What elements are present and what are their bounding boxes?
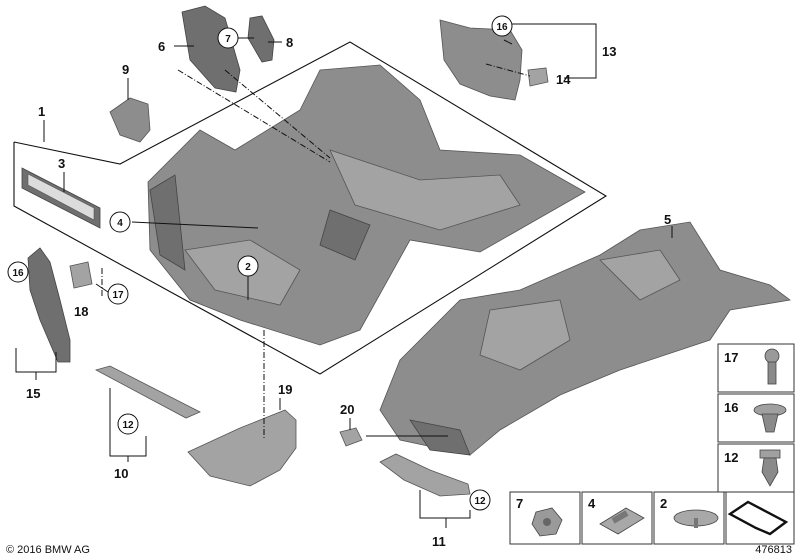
callout-18: 18 [74,304,88,319]
clip-holder [527,67,549,87]
assembly-frame [13,41,608,375]
callout-8: 8 [286,35,293,50]
svg-text:12: 12 [122,420,134,431]
round-pad-icon [673,509,719,528]
fastener-plate-icon [599,507,645,535]
sill-strip [94,365,201,419]
side-trim-left [27,247,71,363]
clip-icon [753,403,787,433]
callout-12-circled-b: 12 [469,489,491,511]
heel-pad [247,15,275,63]
callout-4-circled: 4 [109,211,131,233]
floor-mat-panel [187,409,297,487]
storage-net [21,167,101,229]
callout-15: 15 [26,386,40,401]
callout-16-circled-a: 16 [491,15,513,37]
image-id: 476813 [755,544,792,556]
callout-13: 13 [602,44,616,59]
callout-19: 19 [278,382,292,397]
tunnel-side-trim [439,19,523,101]
nut-icon [531,507,563,537]
svg-text:12: 12 [724,450,738,465]
callout-7-circled: 7 [217,27,239,49]
callout-3: 3 [58,156,65,171]
front-floor-carpet [147,64,586,346]
copyright-text: © 2016 BMW AG [6,544,90,556]
svg-text:17: 17 [724,350,738,365]
connector-lines [101,63,531,440]
callout-11: 11 [432,534,446,549]
callout-20: 20 [340,402,354,417]
legend-item-arrow [725,491,795,545]
svg-text:17: 17 [112,290,124,301]
callout-10: 10 [114,466,128,481]
svg-text:16: 16 [12,268,24,279]
rear-floor-carpet [379,221,791,456]
side-trim-piece [109,97,151,143]
callout-5: 5 [664,212,671,227]
callout-14: 14 [556,72,571,87]
svg-text:2: 2 [245,262,251,273]
legend-item-7: 7 [509,491,581,545]
legend-item-2: 2 [653,491,725,545]
svg-text:7: 7 [225,34,231,45]
bracket [69,261,93,289]
callout-16-circled-b: 16 [7,261,29,283]
svg-text:4: 4 [117,218,123,229]
svg-text:7: 7 [516,496,523,511]
callout-1: 1 [38,104,45,119]
callout-12-circled-a: 12 [117,413,139,435]
pedal-trim-panel [181,5,241,93]
callout-6: 6 [158,39,165,54]
arrow-shape-icon [727,500,789,536]
legend-item-12: 12 [717,443,795,493]
svg-text:4: 4 [588,496,596,511]
expanding-clip-icon [759,449,781,487]
callout-9: 9 [122,62,129,77]
small-pad [339,427,363,447]
callout-17-circled: 17 [107,283,129,305]
svg-text:2: 2 [660,496,667,511]
svg-text:16: 16 [496,22,508,33]
svg-text:12: 12 [474,496,486,507]
legend-item-4: 4 [581,491,653,545]
svg-text:16: 16 [724,400,738,415]
legend-item-16: 16 [717,393,795,443]
callout-2-circled: 2 [237,255,259,277]
screw-icon [764,348,780,385]
rear-sill-strip [379,453,471,497]
legend-item-17: 17 [717,343,795,393]
